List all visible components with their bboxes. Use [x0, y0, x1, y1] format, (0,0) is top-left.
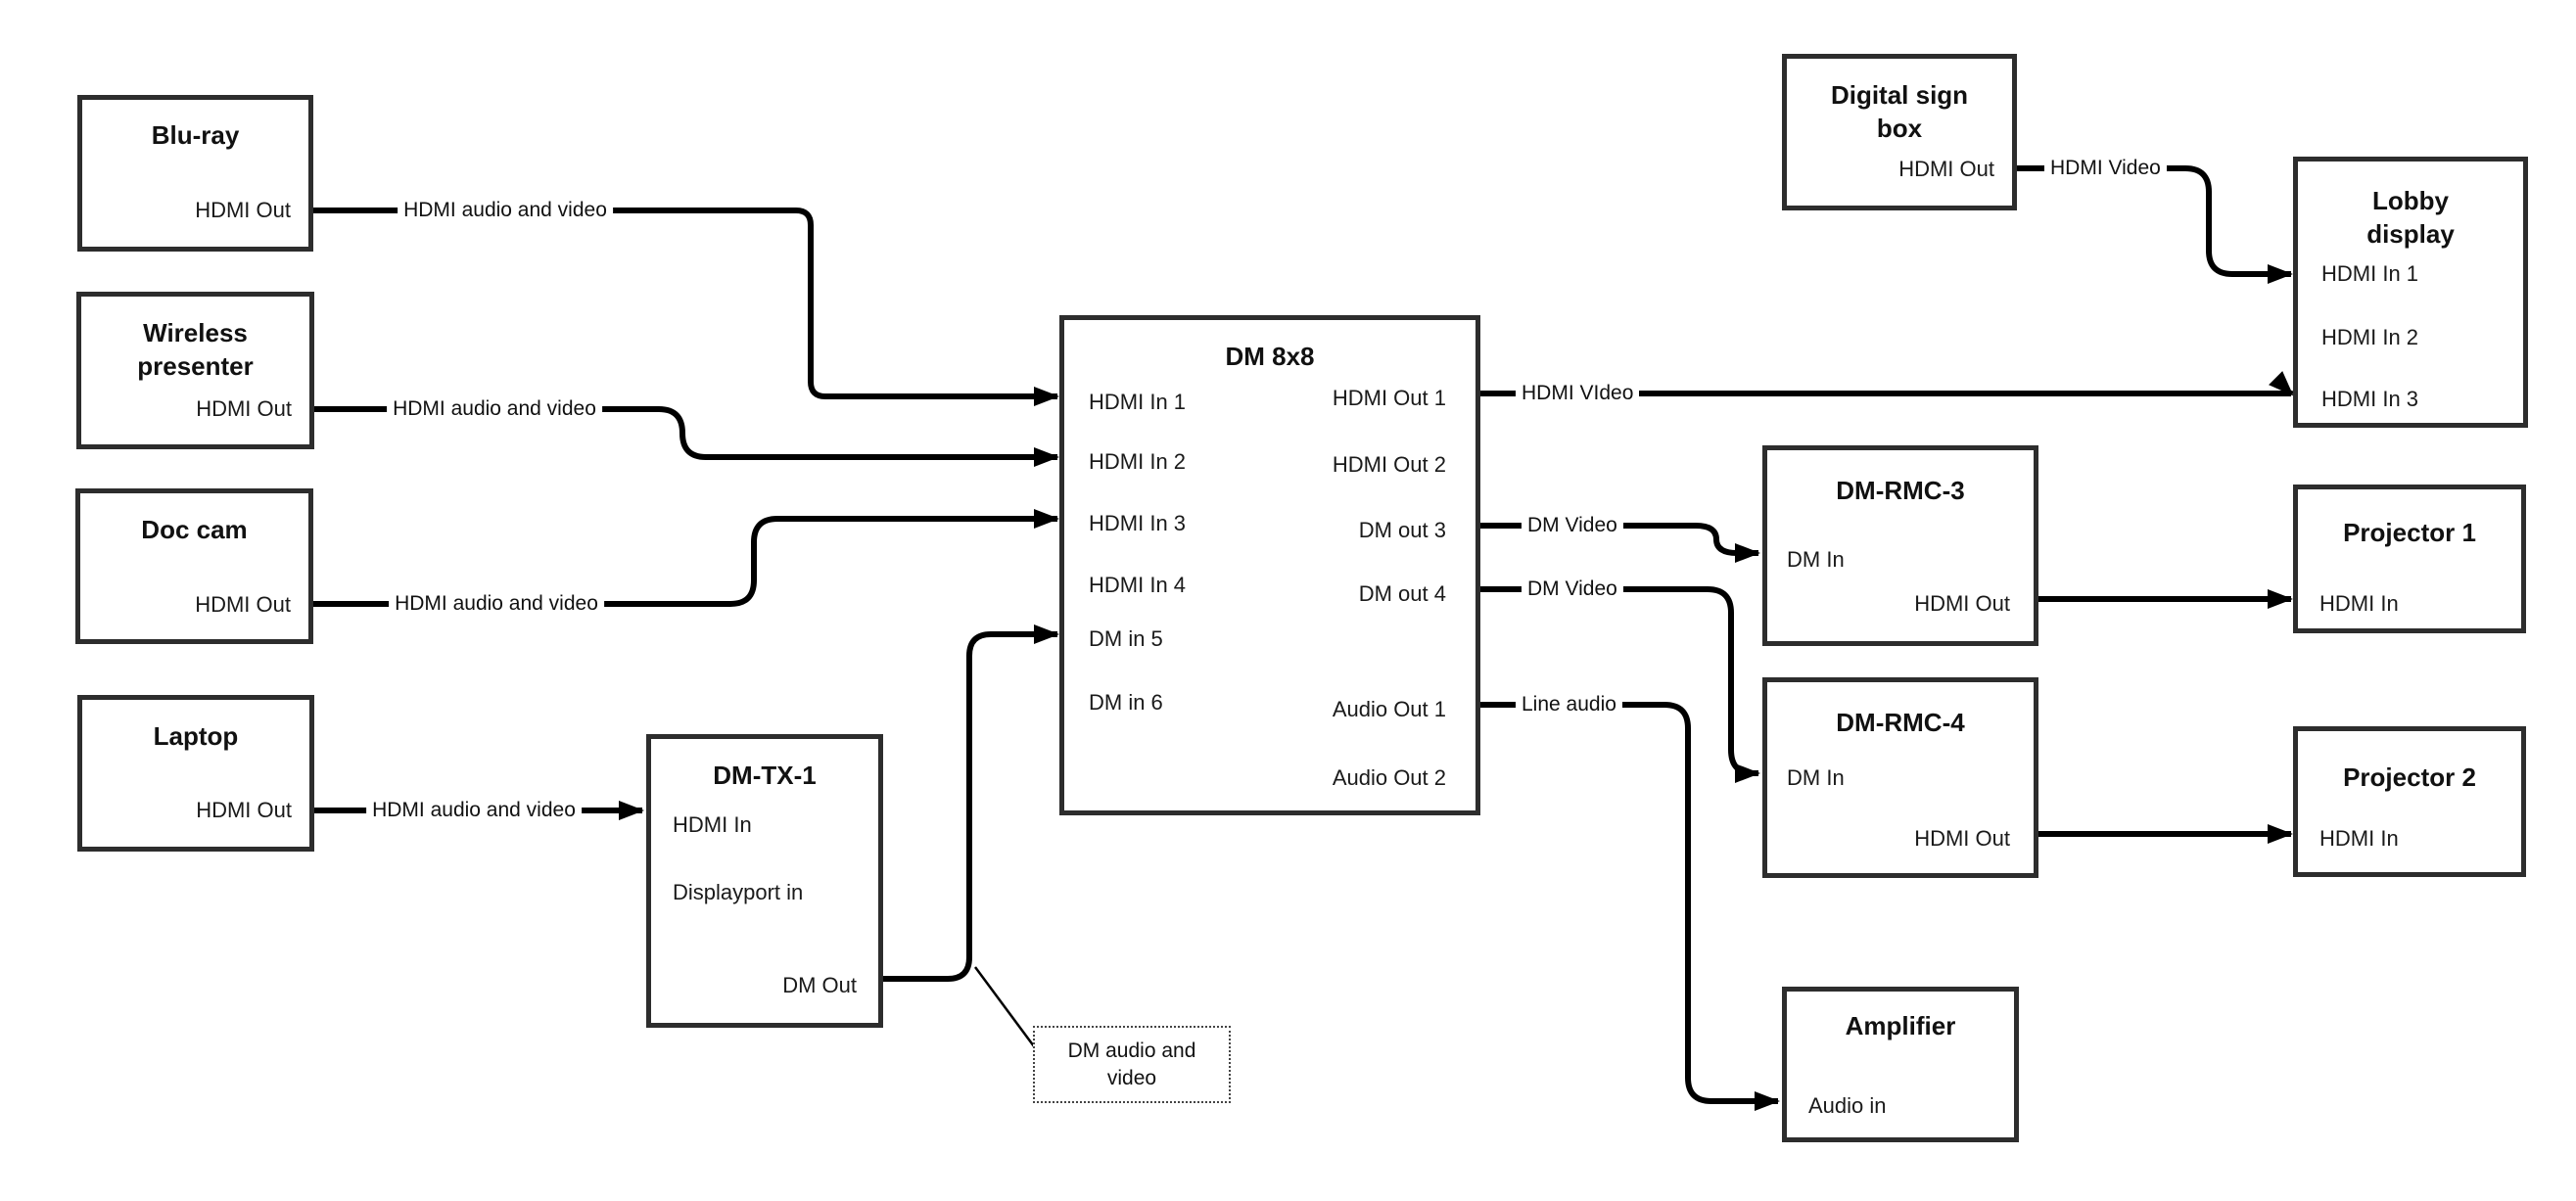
wire-label-hdmi-video-sign: HDMI Video	[2044, 155, 2167, 182]
wire-dm8x8-hdmi-out1-to-lobby-hdmi-in3	[1480, 370, 2295, 397]
callout-dm-audio-and-video: DM audio and video	[1033, 1026, 1231, 1103]
port-dm-out: DM Out	[782, 973, 857, 997]
port-hdmi-out: HDMI Out	[196, 798, 292, 822]
port-dm-in: DM In	[1787, 547, 1845, 572]
callout-leader-line	[973, 966, 1036, 1047]
port-audio-out-2: Audio Out 2	[1332, 765, 1446, 790]
node-dm-rmc-3: DM-RMC-3 DM In HDMI Out	[1762, 445, 2038, 646]
node-title: Lobby display	[2366, 186, 2455, 249]
port-hdmi-out-1: HDMI Out 1	[1332, 386, 1446, 410]
node-title: Wireless presenter	[137, 318, 254, 381]
node-title: DM-RMC-4	[1836, 708, 1965, 738]
port-hdmi-in: HDMI In	[673, 812, 752, 837]
port-dm-in: DM In	[1787, 765, 1845, 790]
port-hdmi-in: HDMI In	[2319, 591, 2399, 616]
wire-label-hdmi-audio-video-wireless: HDMI audio and video	[387, 395, 602, 423]
node-title: DM 8x8	[1225, 342, 1315, 372]
wire-dm8x8-dm-out4-to-dmrmc4-dm-in	[1480, 586, 1760, 783]
wire-sign-to-lobby-hdmi-in1	[2017, 165, 2293, 284]
wire-label-line-audio: Line audio	[1516, 691, 1622, 718]
port-hdmi-in-4: HDMI In 4	[1089, 573, 1187, 597]
node-digital-sign-box: Digital sign box HDMI Out	[1782, 54, 2017, 210]
port-hdmi-out: HDMI Out	[1898, 157, 1994, 181]
node-amplifier: Amplifier Audio in	[1782, 987, 2019, 1142]
port-audio-in: Audio in	[1808, 1093, 1887, 1118]
node-title: Doc cam	[141, 515, 248, 545]
wire-label-dm-video-out3: DM Video	[1522, 512, 1623, 539]
node-lobby-display: Lobby display HDMI In 1 HDMI In 2 HDMI I…	[2293, 157, 2528, 428]
node-dm-8x8: DM 8x8 HDMI In 1 HDMI In 2 HDMI In 3 HDM…	[1059, 315, 1480, 815]
node-title: Amplifier	[1845, 1011, 1956, 1041]
port-audio-out-1: Audio Out 1	[1332, 697, 1446, 721]
port-hdmi-in-2: HDMI In 2	[2321, 325, 2419, 349]
node-projector-1: Projector 1 HDMI In	[2293, 485, 2526, 633]
wire-dm8x8-dm-out3-to-dmrmc3-dm-in	[1480, 523, 1760, 563]
node-blu-ray: Blu-ray HDMI Out	[77, 95, 313, 252]
wire-dmtx1-dmout-to-dm8x8-dm-in5	[883, 624, 1059, 982]
port-hdmi-in-1: HDMI In 1	[1089, 390, 1187, 414]
node-projector-2: Projector 2 HDMI In	[2293, 726, 2526, 877]
wire-dm8x8-audio-out1-to-amplifier	[1480, 702, 1780, 1111]
wire-wireless-to-dm8x8-hdmi-in2	[314, 406, 1059, 467]
port-dm-in-6: DM in 6	[1089, 690, 1163, 715]
port-hdmi-out: HDMI Out	[195, 198, 291, 222]
node-title: Laptop	[153, 721, 239, 752]
node-title: DM-TX-1	[713, 761, 817, 791]
port-dm-out-4: DM out 4	[1358, 581, 1446, 606]
port-hdmi-out: HDMI Out	[1914, 826, 2010, 851]
node-title: Projector 1	[2343, 518, 2476, 548]
port-hdmi-out: HDMI Out	[196, 396, 292, 421]
wire-doccam-to-dm8x8-hdmi-in3	[313, 509, 1059, 607]
node-dm-rmc-4: DM-RMC-4 DM In HDMI Out	[1762, 677, 2038, 878]
node-laptop: Laptop HDMI Out	[77, 695, 314, 852]
port-hdmi-in: HDMI In	[2319, 826, 2399, 851]
port-hdmi-in-1: HDMI In 1	[2321, 261, 2419, 286]
wire-label-hdmi-audio-video-laptop: HDMI audio and video	[366, 797, 582, 824]
node-title: Projector 2	[2343, 762, 2476, 793]
port-hdmi-in-2: HDMI In 2	[1089, 449, 1187, 474]
wire-label-hdmi-audio-video-doccam: HDMI audio and video	[389, 590, 604, 618]
port-hdmi-out: HDMI Out	[1914, 591, 2010, 616]
port-displayport-in: Displayport in	[673, 880, 804, 904]
port-hdmi-in-3: HDMI In 3	[1089, 511, 1187, 535]
port-hdmi-out-2: HDMI Out 2	[1332, 452, 1446, 477]
node-doc-cam: Doc cam HDMI Out	[75, 488, 313, 644]
node-title: Blu-ray	[151, 120, 240, 151]
node-title: DM-RMC-3	[1836, 476, 1965, 506]
port-hdmi-out: HDMI Out	[195, 592, 291, 617]
wire-label-hdmi-audio-video-bluray: HDMI audio and video	[398, 197, 613, 224]
wire-label-dm-video-out4: DM Video	[1522, 576, 1623, 603]
port-hdmi-in-3: HDMI In 3	[2321, 387, 2419, 411]
port-dm-in-5: DM in 5	[1089, 626, 1163, 651]
node-title: Digital sign box	[1830, 80, 1969, 143]
port-dm-out-3: DM out 3	[1358, 518, 1446, 542]
wire-label-hdmi-video-out1: HDMI VIdeo	[1516, 380, 1640, 407]
node-wireless-presenter: Wireless presenter HDMI Out	[76, 292, 314, 449]
wire-bluray-to-dm8x8-hdmi-in1	[313, 208, 1059, 406]
node-dm-tx-1: DM-TX-1 HDMI In Displayport in DM Out	[646, 734, 883, 1028]
